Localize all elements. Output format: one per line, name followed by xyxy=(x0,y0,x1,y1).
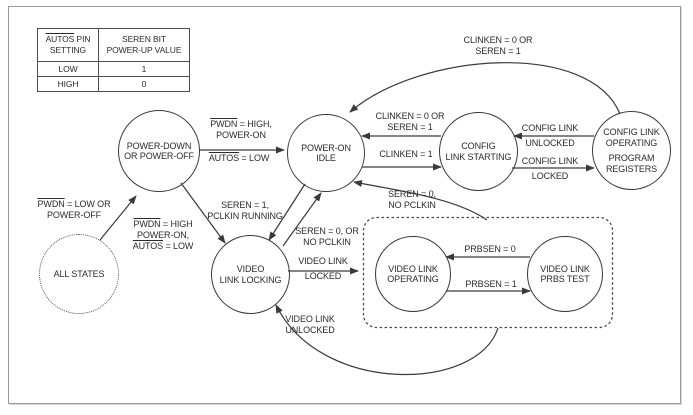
transition-label-power-down-to-idle-bottom: AUTOS = LOW xyxy=(208,153,270,163)
cell-setting: HIGH xyxy=(37,76,99,92)
cell-value: 1 xyxy=(98,61,190,77)
table-row: HIGH 0 xyxy=(37,76,190,92)
transition-label-power-down-to-idle-top: PWDN = HIGH,POWER-ON xyxy=(210,119,272,140)
transition-label-idle-to-config-starting: CLINKEN = 1 xyxy=(379,149,433,159)
cell-value: 0 xyxy=(98,76,190,92)
state-label: ALL STATES xyxy=(53,268,105,279)
state-all-states: ALL STATES xyxy=(39,234,119,314)
cell-setting: LOW xyxy=(37,61,99,77)
transition-label-idle-to-video-locking: SEREN = 1,PCLKIN RUNNING xyxy=(207,200,283,221)
transition-label-prbsen-0: PRBSEN = 0 xyxy=(464,244,516,254)
transition-label-video-superstate-to-idle: SEREN = 0,NO PCLKIN xyxy=(388,189,436,210)
transition-label-prbsen-1: PRBSEN = 1 xyxy=(465,279,517,289)
diagram-border xyxy=(8,6,681,404)
table-row: LOW 1 xyxy=(37,61,190,77)
